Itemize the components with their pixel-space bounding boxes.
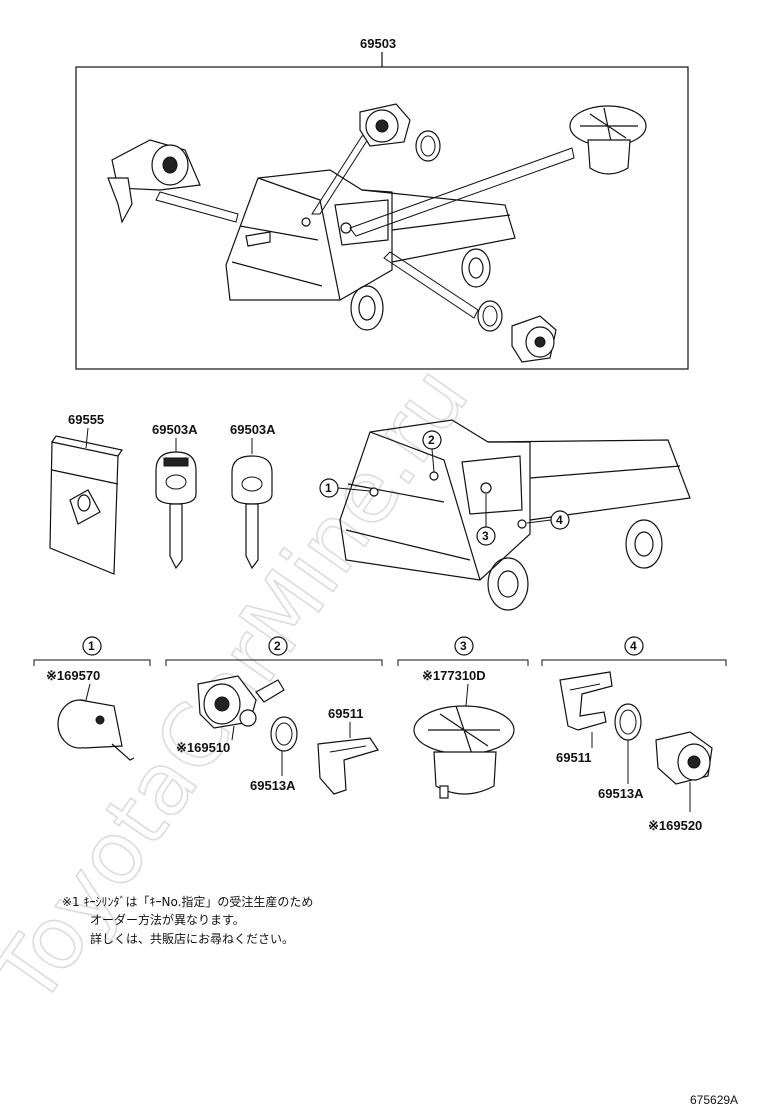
fuel-cap-top — [569, 105, 647, 175]
section-4-header: 4 — [541, 636, 727, 666]
set-part-number: 69503 — [360, 36, 396, 51]
retainer-2 — [317, 737, 379, 795]
section-2-header: 2 — [165, 636, 383, 666]
cyl-3-part-number: ※177310D — [422, 668, 486, 683]
cyl-4-part-number: ※169520 — [648, 818, 702, 833]
section-3-header: 3 — [397, 636, 529, 666]
key-wallet — [49, 435, 123, 575]
note-line-1: ※1 ｷｰｼﾘﾝﾀﾞは「ｷｰNo.指定」の受注生産のため — [62, 894, 313, 909]
truck-illustration-top — [225, 169, 516, 331]
diagram-id: 675629A — [690, 1093, 738, 1107]
retainer-4 — [559, 671, 613, 731]
svg-text:2: 2 — [428, 433, 435, 447]
svg-text:1: 1 — [325, 481, 332, 495]
cyl-2-part-number: ※169510 — [176, 740, 230, 755]
cyl-2-leader — [231, 725, 235, 741]
callout-1-truck: 1 — [319, 478, 371, 498]
gasket-4-part-number: 69513A — [598, 786, 644, 801]
callout-2-truck: 2 — [422, 430, 442, 473]
section-1-header: 1 — [33, 636, 151, 666]
set-frame — [75, 66, 689, 370]
sub-key-part-number: 69503A — [230, 422, 276, 437]
callout-4-truck: 4 — [526, 510, 570, 530]
gasket-4 — [614, 703, 642, 741]
callout-3-truck: 3 — [476, 494, 496, 546]
svg-text:3: 3 — [482, 529, 489, 543]
cyl-1-leader — [85, 683, 91, 701]
svg-text:4: 4 — [556, 513, 563, 527]
retainer-4-part-number: 69511 — [556, 750, 591, 765]
switch-cylinder-1 — [57, 699, 135, 761]
door-cylinder-2 — [197, 675, 285, 729]
retainer-2-part-number: 69511 — [328, 706, 363, 721]
note-line-2: オーダー方法が異なります。 — [90, 912, 245, 927]
wallet-part-number: 69555 — [68, 412, 104, 427]
sub-key — [231, 455, 273, 570]
cyl-1-part-number: ※169570 — [46, 668, 100, 683]
gasket-2-part-number: 69513A — [250, 778, 296, 793]
truck-illustration-middle — [339, 419, 691, 611]
master-key — [155, 451, 197, 570]
master-key-part-number: 69503A — [152, 422, 198, 437]
fuel-cap-3 — [413, 705, 515, 799]
svg-text:3: 3 — [460, 639, 467, 653]
door-cylinder-top — [359, 103, 441, 162]
back-door-cylinder-top — [477, 300, 557, 363]
svg-text:4: 4 — [630, 639, 637, 653]
ignition-cylinder-top — [107, 139, 201, 224]
note-line-3: 詳しくは、共販店にお尋ねください。 — [90, 931, 294, 946]
svg-text:2: 2 — [274, 639, 281, 653]
wallet-leader — [85, 427, 89, 449]
back-door-cylinder-4 — [655, 731, 713, 785]
gasket-2 — [270, 716, 298, 752]
svg-text:1: 1 — [88, 639, 95, 653]
cyl-3-leader — [465, 683, 469, 707]
